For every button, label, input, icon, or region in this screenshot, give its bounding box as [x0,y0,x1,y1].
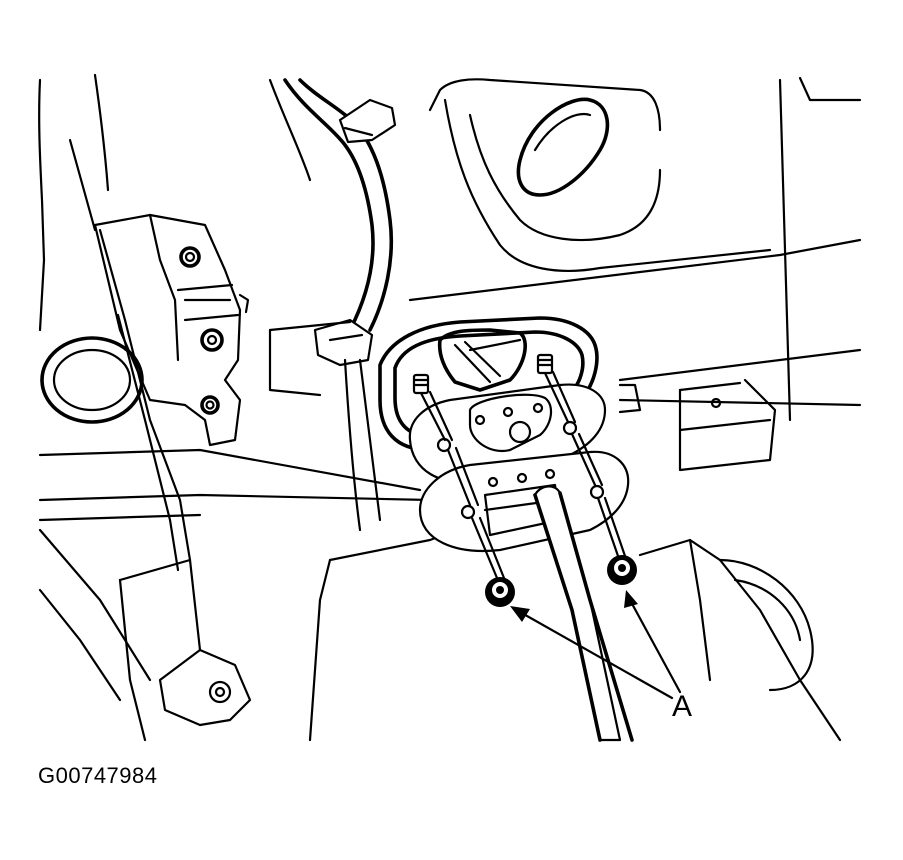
nut-right [607,555,637,585]
callout-leader-lines [510,590,682,700]
mounting-bracket [93,213,250,447]
callout-label-a: A [672,690,693,723]
center-console [308,523,842,742]
stud-left [412,373,430,395]
figure-id: G00747984 [38,763,158,788]
body-tab [268,320,777,472]
alignment-lines [419,370,627,580]
slotted-hole [516,97,610,197]
wiring-harness [283,78,397,532]
shift-boot-bezel [418,450,630,552]
nut-left [485,577,515,607]
stud-right [536,353,554,375]
shift-lever [533,485,634,742]
body-panel-lines [38,73,862,522]
support-rod [38,138,252,742]
